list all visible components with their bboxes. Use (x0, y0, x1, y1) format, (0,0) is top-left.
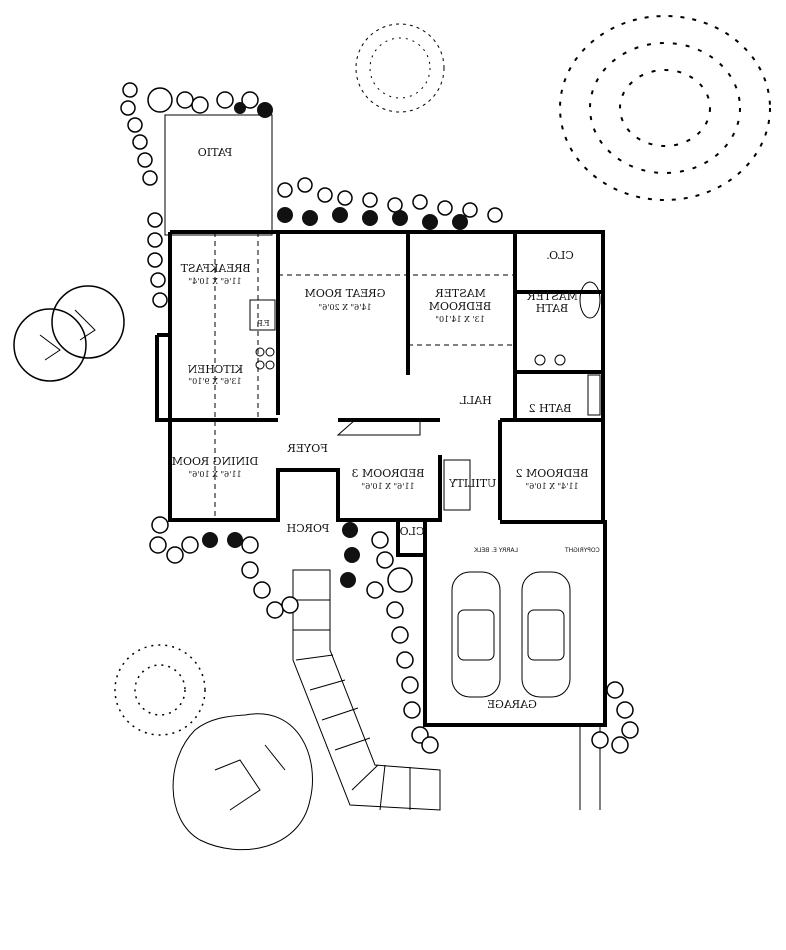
master-bedroom-label-1: MASTER (435, 287, 486, 300)
master-bath-label-2: BATH (536, 302, 568, 315)
master-bath-label-1: MASTER (527, 290, 578, 303)
master-closet-label: CLO. (546, 249, 574, 262)
walkway (292, 569, 601, 811)
bedroom3-dims: 11'6" X 10'6" (361, 482, 414, 491)
fireplace (249, 299, 276, 331)
kitchen-label: KITCHEN (187, 363, 243, 376)
walls (155, 230, 607, 727)
patio: PATIO (164, 114, 273, 236)
bathtub (579, 281, 601, 319)
foyer-label: FOYER (287, 442, 328, 455)
great-room-label: GREAT ROOM (305, 287, 386, 300)
closet-label: CLO (400, 525, 425, 538)
dining-room-label: DINING ROOM (172, 455, 259, 468)
breakfast-dims: 11'6" X 10'4" (188, 277, 241, 286)
tree-top-center (355, 23, 445, 113)
utility-label: UTILITY (448, 477, 496, 490)
tree-bottom-left (114, 644, 206, 736)
room-labels: BREAKFAST 11'6" X 10'4" GREAT ROOM 14'6"… (172, 249, 600, 711)
shrubs (120, 82, 639, 754)
tree-top-right (559, 15, 771, 201)
hall-label: HALL (459, 394, 492, 407)
master-bedroom-dims: 13' X 14'10" (435, 315, 484, 324)
copyright-label: COPYRIGHT (565, 547, 600, 554)
bedroom3-label: BEDROOM 3 (351, 467, 424, 480)
kitchen-dims: 13'6" X 9'10" (188, 377, 241, 386)
porch-label: PORCH (287, 522, 330, 535)
bath2-label: BATH 2 (529, 402, 572, 415)
great-room-dims: 14'6" X 20'6" (318, 303, 371, 312)
garage-label: GARAGE (487, 698, 537, 711)
tree-bottom-center (172, 713, 313, 851)
copyright-author: LARRY E. BELK (473, 547, 518, 554)
breakfast-label: BREAKFAST (180, 262, 251, 275)
master-bedroom-label-2: BEDROOM (429, 300, 492, 313)
tree-left (13, 285, 125, 382)
garage-cars (451, 571, 571, 698)
fireplace-label: F.P. (256, 319, 269, 328)
bedroom2-dims: 11'4" X 10'6" (525, 482, 578, 491)
patio-label: PATIO (198, 146, 232, 159)
bedroom2-label: BEDROOM 2 (515, 467, 588, 480)
dining-room-dims: 11'6" X 10'6" (188, 470, 241, 479)
